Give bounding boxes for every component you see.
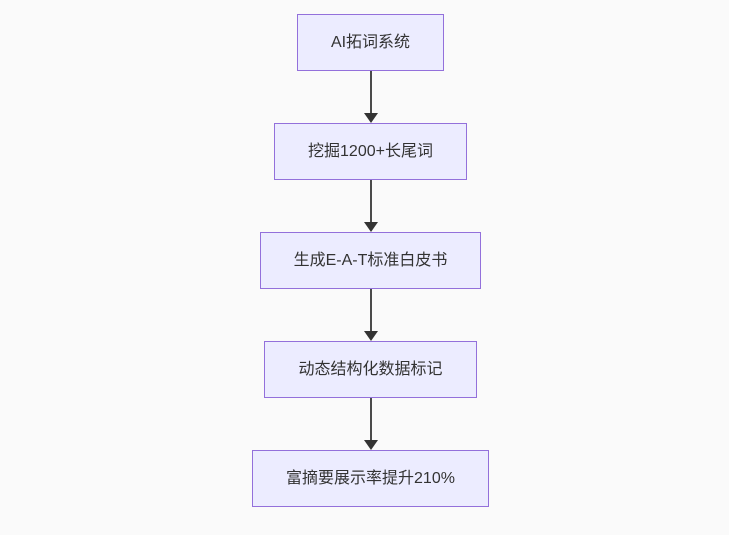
flowchart-node-step-3: 生成E-A-T标准白皮书 bbox=[259, 232, 482, 289]
arrowhead-down-icon bbox=[363, 440, 378, 450]
arrow-line bbox=[369, 398, 372, 440]
node-label: 生成E-A-T标准白皮书 bbox=[293, 251, 448, 269]
arrowhead-down-icon bbox=[363, 113, 378, 123]
flow-arrow-3 bbox=[363, 289, 378, 341]
flowchart-node-step-4: 动态结构化数据标记 bbox=[264, 341, 477, 398]
node-label: AI拓词系统 bbox=[330, 33, 411, 51]
flow-arrow-1 bbox=[363, 71, 378, 123]
arrow-line bbox=[369, 289, 372, 331]
flowchart-node-step-1: AI拓词系统 bbox=[296, 14, 445, 71]
node-label: 动态结构化数据标记 bbox=[298, 360, 443, 378]
flowchart-node-step-2: 挖掘1200+长尾词 bbox=[274, 123, 467, 180]
arrowhead-down-icon bbox=[363, 331, 378, 341]
arrow-line bbox=[369, 71, 372, 113]
flow-arrow-4 bbox=[363, 398, 378, 450]
arrow-line bbox=[369, 180, 372, 222]
node-label: 挖掘1200+长尾词 bbox=[308, 142, 433, 160]
flowchart-canvas: AI拓词系统 挖掘1200+长尾词 生成E-A-T标准白皮书 动态结构化数据标记… bbox=[6, 0, 729, 535]
node-label: 富摘要展示率提升210% bbox=[286, 469, 455, 487]
arrowhead-down-icon bbox=[363, 222, 378, 232]
flowchart-node-step-5: 富摘要展示率提升210% bbox=[252, 450, 489, 507]
flow-arrow-2 bbox=[363, 180, 378, 232]
